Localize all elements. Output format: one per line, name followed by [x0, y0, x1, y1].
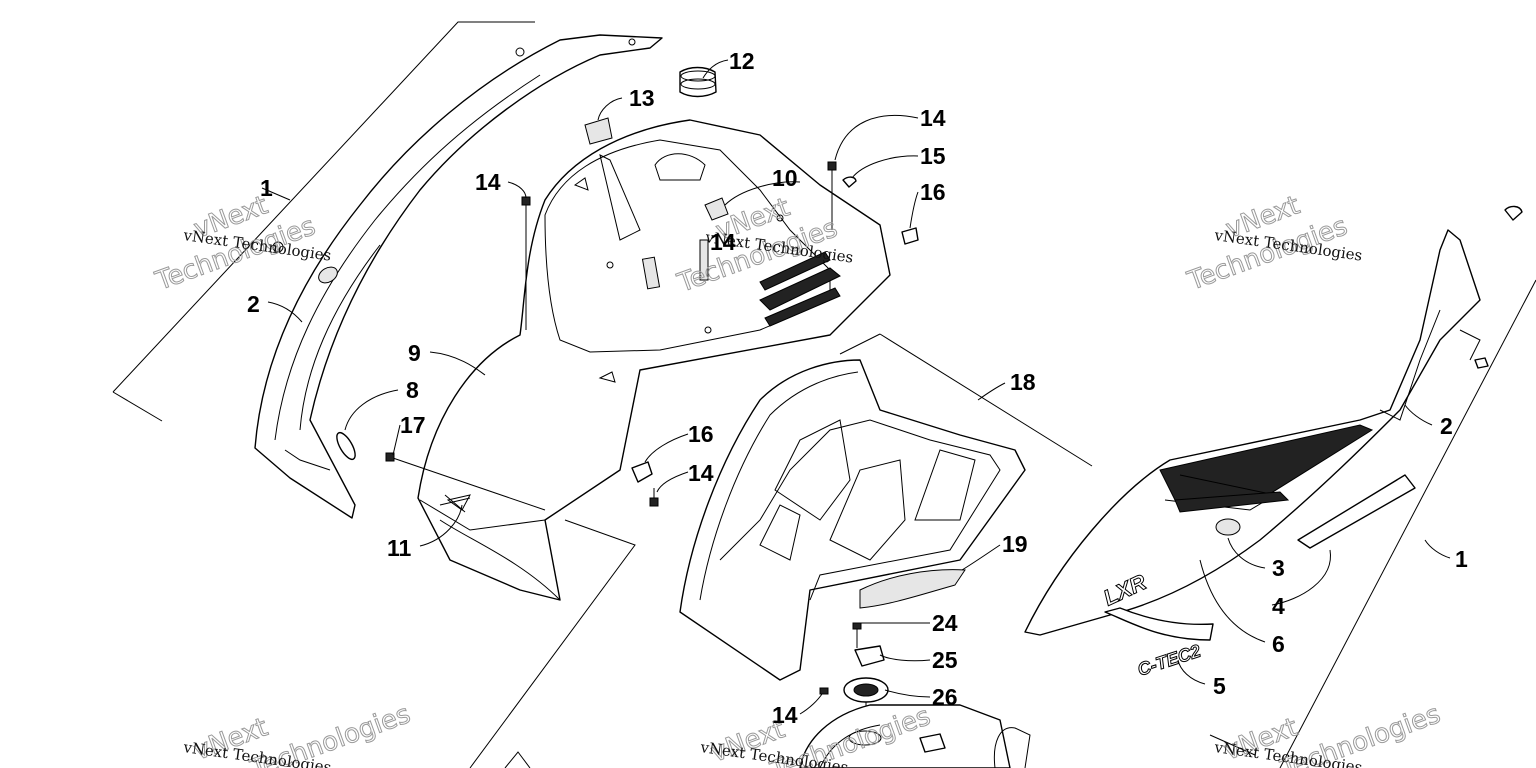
- watermark-left: vNext Technologies vNext Technologies: [151, 190, 333, 298]
- callout-6: 6: [1272, 631, 1285, 657]
- callout-5: 5: [1213, 673, 1226, 699]
- watermark-bottom-left: vNext Technologies vNext Technologies: [181, 699, 414, 768]
- callout-1-right: 1: [1455, 546, 1468, 572]
- callout-13: 13: [629, 85, 655, 111]
- callout-12: 12: [729, 48, 755, 74]
- engine-decal-text: C-TEC2: [1135, 641, 1203, 680]
- storage-bin: [679, 359, 1026, 681]
- callout-19: 19: [1002, 531, 1028, 557]
- callout-8: 8: [406, 377, 419, 403]
- callout-2-left: 2: [247, 291, 260, 317]
- fasteners: [385, 161, 919, 768]
- callout-14-hood-left: 14: [475, 169, 501, 195]
- callout-14-hood-right: 14: [920, 105, 946, 131]
- leader-lines: [261, 59, 1451, 715]
- callout-24: 24: [932, 610, 958, 636]
- left-side-panel: [254, 34, 663, 519]
- callout-14-bottom: 14: [772, 702, 798, 728]
- callout-26: 26: [932, 684, 958, 710]
- callout-labels: 1 1 2 2 3 4 5 6 8 9 10 11 12 13 14 14 14…: [247, 48, 1468, 728]
- callout-18: 18: [1010, 369, 1036, 395]
- callout-14-hood-center: 14: [710, 229, 736, 255]
- callout-2-right: 2: [1440, 413, 1453, 439]
- callout-17: 17: [400, 412, 426, 438]
- fuel-tank: [799, 704, 1031, 768]
- callout-4: 4: [1272, 593, 1285, 619]
- callout-15: 15: [920, 143, 946, 169]
- callout-25: 25: [932, 647, 958, 673]
- watermark-right: vNext Technologies vNext Technologies: [1183, 190, 1364, 298]
- callout-10: 10: [772, 165, 798, 191]
- hood-assembly: [417, 66, 891, 601]
- callout-11: 11: [387, 535, 412, 561]
- callout-3: 3: [1272, 555, 1285, 581]
- assembly-brackets: [112, 21, 1536, 768]
- callout-1-left: 1: [260, 175, 273, 201]
- watermark-bottom-right: vNext Technologies vNext Technologies: [1212, 699, 1444, 768]
- callout-16-lower: 16: [688, 421, 714, 447]
- callout-14-lower: 14: [688, 460, 714, 486]
- callout-16-upper: 16: [920, 179, 946, 205]
- callout-9: 9: [408, 340, 421, 366]
